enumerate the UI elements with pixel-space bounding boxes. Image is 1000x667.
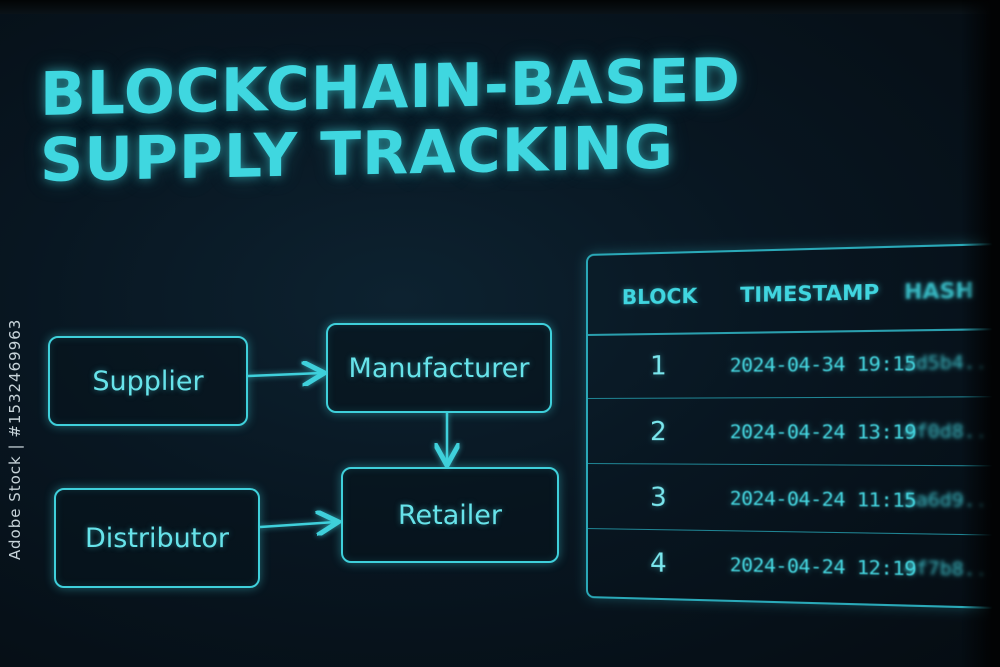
node-supplier: Supplier	[48, 336, 248, 426]
ledger-header-row: BLOCK TIMESTAMP HASH	[587, 245, 997, 336]
monitor-bezel-right	[962, 0, 1000, 667]
blockchain-ledger-table: BLOCK TIMESTAMP HASH 1 2024-04-34 19:15 …	[586, 242, 1000, 610]
block-timestamp: 2024-04-24 11:15	[729, 487, 917, 513]
node-distributor-label: Distributor	[84, 522, 229, 554]
block-number: 2	[650, 416, 667, 448]
header-block: BLOCK	[621, 283, 698, 310]
table-row: 2 2024-04-24 13:19 4f0d8...	[587, 397, 999, 467]
table-row: 1 2024-04-34 19:15 2d5b4...	[587, 328, 999, 399]
monitor-bezel-top	[0, 0, 1000, 14]
node-retailer-label: Retailer	[397, 499, 502, 531]
arrow-supplier-to-manufacturer	[247, 373, 322, 376]
block-number: 3	[650, 482, 667, 514]
node-distributor: Distributor	[54, 488, 260, 588]
node-supplier-label: Supplier	[92, 365, 204, 397]
supply-flow-diagram: Supplier Manufacturer Distributor Retail…	[48, 0, 600, 667]
block-timestamp: 2024-04-24 12:19	[729, 553, 917, 581]
block-timestamp: 2024-04-34 19:15	[729, 352, 917, 377]
table-row: 4 2024-04-24 12:19 4f7b8...	[588, 529, 999, 604]
block-timestamp: 2024-04-24 13:19	[729, 420, 917, 444]
node-retailer: Retailer	[341, 467, 559, 563]
stock-credit-label: Adobe Stock | #1532469963	[6, 318, 24, 560]
table-row: 3 2024-04-24 11:15 5a6d9...	[587, 464, 999, 536]
block-number: 4	[650, 548, 667, 579]
flow-arrows	[247, 0, 600, 667]
node-manufacturer-label: Manufacturer	[348, 352, 530, 384]
arrow-distributor-to-retailer	[259, 522, 336, 527]
block-number: 1	[650, 351, 667, 382]
header-timestamp: TIMESTAMP	[740, 279, 880, 308]
node-manufacturer: Manufacturer	[326, 323, 552, 413]
